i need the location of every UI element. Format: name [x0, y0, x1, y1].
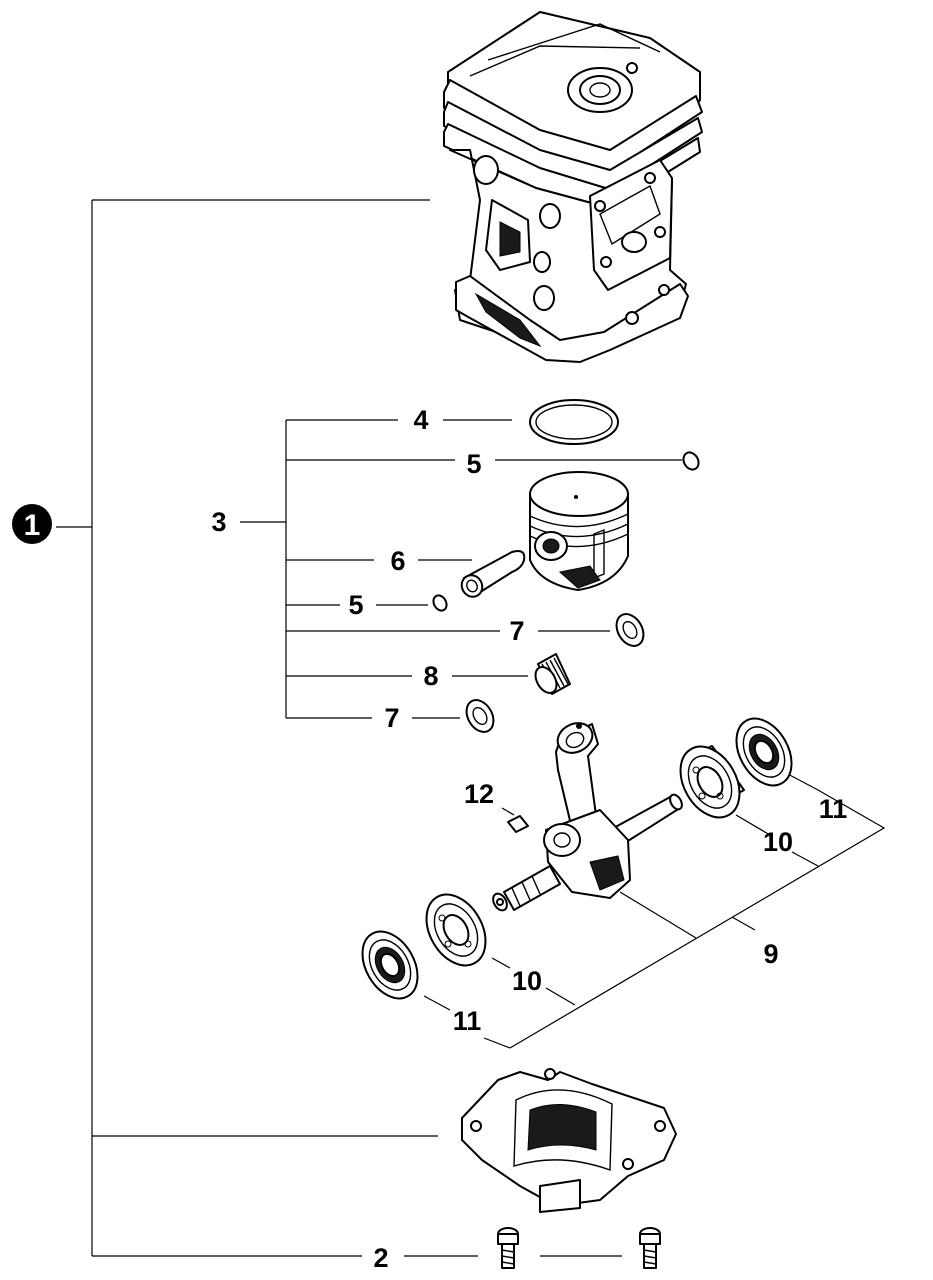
thrust-washer-top-part [615, 613, 645, 647]
circlip-part [432, 594, 448, 612]
label-oil-seal-left: 11 [453, 1006, 482, 1036]
svg-text:1: 1 [24, 509, 41, 542]
label-woodruff-key: 12 [464, 779, 494, 809]
label-thrust-washer-bottom: 7 [384, 703, 399, 733]
main-bracket-lines [56, 199, 622, 1257]
oil-seal-left-part [361, 930, 419, 1000]
label-piston-pin: 6 [390, 546, 405, 576]
piston-bracket-lines [240, 419, 682, 719]
ball-bearing-right-part [679, 745, 745, 819]
label-ball-bearing-left: 10 [512, 966, 542, 996]
piston-part [529, 471, 629, 591]
thrust-washer-bottom-part [465, 699, 495, 733]
crankshaft-bracket-lines [423, 771, 886, 1049]
label-circlip: 5 [348, 590, 363, 620]
label-piston-ring: 4 [413, 405, 428, 435]
label-oil-seal-right: 11 [819, 794, 848, 824]
label-piston-assembly: 3 [211, 507, 226, 537]
crankcase-screw-left [497, 1227, 519, 1269]
crankcase-screw-right [639, 1227, 661, 1269]
label-thrust-washer-top: 7 [509, 616, 524, 646]
needle-bearing-part [534, 653, 571, 695]
woodruff-key-part [507, 815, 529, 833]
label-needle-bearing: 8 [423, 661, 438, 691]
crankshaft-part [492, 722, 683, 912]
label-circlip-top: 5 [466, 449, 481, 479]
piston-ring-part [529, 399, 619, 445]
crankcase-part [461, 1068, 677, 1213]
label-crankshaft: 9 [763, 939, 778, 969]
cylinder-part [443, 11, 703, 363]
assembly-callout-badge: 1 [12, 504, 52, 544]
oil-seal-right-part [735, 717, 793, 787]
label-ball-bearing-right: 10 [763, 827, 793, 857]
piston-pin-part [460, 550, 526, 598]
label-crankcase-screw: 2 [373, 1243, 388, 1273]
circlip-top-part [682, 451, 700, 471]
ball-bearing-left-part [425, 893, 487, 967]
